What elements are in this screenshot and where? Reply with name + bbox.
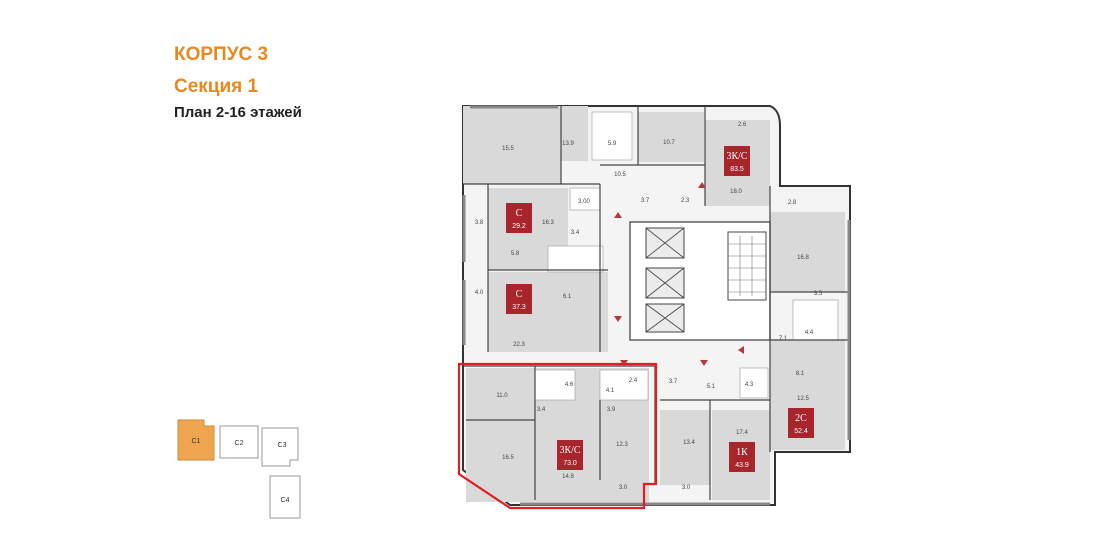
apartment-type: С <box>516 208 523 219</box>
floors-subtitle: План 2-16 этажей <box>174 104 302 121</box>
room-area-label: 13.4 <box>683 440 695 446</box>
section-title: Секция 1 <box>174 76 259 97</box>
unit-room <box>561 106 588 161</box>
room-area-label: 4.1 <box>606 388 615 394</box>
room-area-label: 8.1 <box>796 371 805 377</box>
room-area-label: 3.9 <box>607 407 616 413</box>
room-area-label: 4.0 <box>475 290 484 296</box>
unit-room <box>660 410 710 485</box>
apartment-area: 29.2 <box>512 223 526 230</box>
apartment-badge[interactable]: 3К/С 73.0 <box>557 440 583 470</box>
room-area-label: 17.4 <box>736 430 748 436</box>
room-area-label: 3.8 <box>475 220 484 226</box>
apartment-type: 3К/С <box>559 445 580 456</box>
minimap-section-c1[interactable]: C1 <box>177 419 215 461</box>
minimap-label: C3 <box>278 442 287 449</box>
room-area-label: 10.5 <box>614 172 626 178</box>
selected-apartment-outline[interactable] <box>457 362 658 510</box>
minimap-section-c2[interactable]: C2 <box>219 425 259 459</box>
room-area-label: 4.4 <box>805 330 814 336</box>
apartment-type: С <box>516 289 523 300</box>
room-area-label: 5.1 <box>707 384 716 390</box>
room-area-label: 3.0 <box>619 485 628 491</box>
room-area-label: 16.3 <box>542 220 554 226</box>
room-area-label: 5.8 <box>511 251 520 257</box>
apartment-type: 2С <box>795 413 807 424</box>
room-area-label: 11.0 <box>496 393 508 399</box>
room-area-label: 3.00 <box>578 199 590 205</box>
room-area-label: 4.6 <box>565 382 574 388</box>
room-area-label: 13.9 <box>562 141 574 147</box>
apartment-area: 43.9 <box>735 462 749 469</box>
room-area-label: 3.7 <box>641 198 650 204</box>
apartment-area: 73.0 <box>563 460 577 467</box>
minimap-section-c4[interactable]: C4 <box>269 475 301 519</box>
room-area-label: 2.4 <box>629 378 638 384</box>
room-area-label: 16.8 <box>797 255 809 261</box>
room-area-label: 4.3 <box>745 382 754 388</box>
apartment-badge[interactable]: 3К/С 83.5 <box>724 146 750 176</box>
room-area-label: 10.7 <box>663 140 675 146</box>
section-minimap: C1 C2 C3 C4 <box>177 419 301 519</box>
room-area-label: 2.3 <box>681 198 690 204</box>
minimap-section-c3[interactable]: C3 <box>261 427 299 467</box>
room-area-label: 5.9 <box>608 141 617 147</box>
apartment-badge[interactable]: С 29.2 <box>506 203 532 233</box>
unit-room <box>463 106 561 184</box>
apartment-area: 52.4 <box>794 428 808 435</box>
room-area-label: 3.4 <box>537 407 546 413</box>
stairwell <box>727 231 767 301</box>
apartment-badge[interactable]: 2С 52.4 <box>788 408 814 438</box>
apartment-badge[interactable]: 1К 43.9 <box>729 442 755 472</box>
room-area-label: 3.4 <box>571 230 580 236</box>
apartment-area: 83.5 <box>730 166 744 173</box>
minimap-label: C4 <box>281 497 290 504</box>
room-area-label: 16.5 <box>502 455 514 461</box>
room-area-label: 22.3 <box>513 342 525 348</box>
apartment-badge[interactable]: С 37.3 <box>506 284 532 314</box>
room-area-label: 12.3 <box>616 442 628 448</box>
minimap-label: C2 <box>235 440 244 447</box>
room-area-label: 6.1 <box>563 294 572 300</box>
room-area-label: 15.5 <box>502 146 514 152</box>
apartment-area: 37.3 <box>512 304 526 311</box>
room-area-label: 2.8 <box>788 200 797 206</box>
room-area-label: 12.5 <box>797 396 809 402</box>
room-area-label: 3.7 <box>669 379 678 385</box>
unit-room <box>770 212 845 292</box>
apartment-type: 3К/С <box>726 151 747 162</box>
room-area-label: 14.8 <box>562 474 574 480</box>
room-area-label: 2.6 <box>738 122 747 128</box>
unit-room <box>638 112 704 162</box>
room-area-label: 18.0 <box>730 189 742 195</box>
room-area-label: 3.0 <box>682 485 691 491</box>
room-area-label: 7.1 <box>779 336 788 342</box>
minimap-label: C1 <box>192 438 201 445</box>
room-area-label: 3.5 <box>814 291 823 297</box>
building-title: КОРПУС 3 <box>174 44 269 65</box>
apartment-type: 1К <box>736 447 748 458</box>
